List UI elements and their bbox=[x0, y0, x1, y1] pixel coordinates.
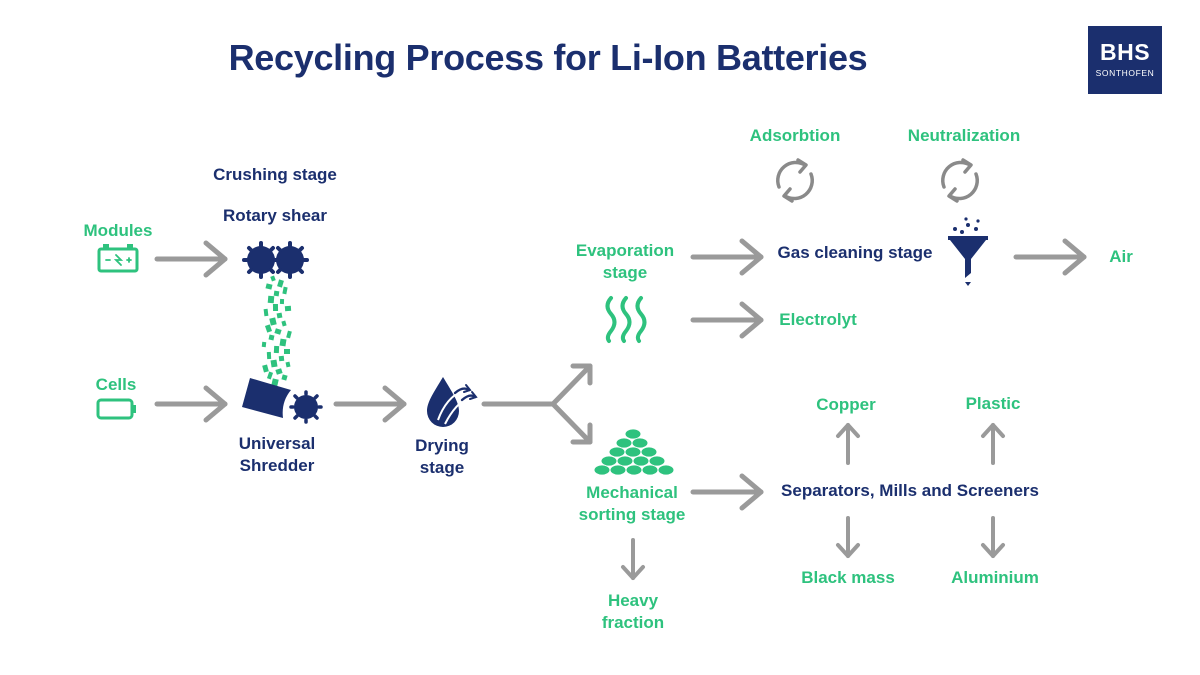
arrow-sorting-to-separators bbox=[690, 473, 764, 511]
label-copper: Copper bbox=[816, 395, 876, 414]
evaporation-icon bbox=[605, 296, 647, 343]
battery-module-icon bbox=[97, 244, 139, 273]
universal-shredder-icon bbox=[242, 378, 323, 424]
label-rotary-shear: Rotary shear bbox=[223, 206, 327, 225]
arrow-to-plastic bbox=[981, 423, 1005, 465]
label-universal-shredder: Universal Shredder bbox=[238, 434, 316, 475]
arrow-shredder-to-drying bbox=[333, 385, 407, 423]
label-aluminium: Aluminium bbox=[951, 568, 1039, 587]
arrow-to-copper bbox=[836, 423, 860, 465]
label-black-mass: Black mass bbox=[801, 568, 895, 587]
neutralization-cycle-icon bbox=[941, 158, 979, 203]
label-evaporation-stage: Evaporation stage bbox=[575, 241, 675, 282]
label-adsorbtion: Adsorbtion bbox=[749, 126, 841, 145]
drying-drop-icon bbox=[427, 377, 478, 427]
falling-particles bbox=[261, 275, 292, 387]
logo-subtitle: SONTHOFEN bbox=[1095, 68, 1155, 78]
arrow-cells-to-shredder bbox=[154, 385, 228, 423]
arrow-to-aluminium bbox=[981, 516, 1005, 558]
rotary-shear-icon bbox=[242, 241, 309, 279]
pile-icon bbox=[594, 429, 674, 475]
label-neutralization: Neutralization bbox=[907, 126, 1021, 145]
arrow-drying-split bbox=[481, 363, 593, 445]
label-gas-cleaning-stage: Gas cleaning stage bbox=[777, 243, 933, 262]
bhs-logo: BHS SONTHOFEN bbox=[1088, 26, 1162, 94]
arrow-modules-to-shear bbox=[154, 240, 228, 278]
logo-wordmark: BHS bbox=[1099, 39, 1151, 65]
label-heavy-fraction: Heavy fraction bbox=[601, 591, 665, 632]
label-mechanical-sorting-stage: Mechanical sorting stage bbox=[578, 483, 686, 524]
label-cells: Cells bbox=[95, 375, 137, 394]
label-crushing-stage: Crushing stage bbox=[213, 165, 337, 184]
label-separators: Separators, Mills and Screeners bbox=[781, 481, 1039, 500]
arrow-sorting-to-heavy-fraction bbox=[621, 538, 645, 580]
arrow-to-black-mass bbox=[836, 516, 860, 558]
page-title: Recycling Process for Li-Ion Batteries bbox=[228, 37, 868, 78]
arrow-evaporation-to-electrolyt bbox=[690, 301, 764, 339]
label-electrolyt: Electrolyt bbox=[779, 310, 857, 329]
battery-cell-icon bbox=[96, 398, 136, 420]
label-drying-stage: Drying stage bbox=[415, 436, 469, 477]
label-modules: Modules bbox=[83, 221, 153, 240]
arrow-gas-cleaning-to-air bbox=[1013, 238, 1087, 276]
filter-funnel-icon bbox=[948, 217, 988, 286]
adsorption-cycle-icon bbox=[776, 158, 814, 203]
label-air: Air bbox=[1109, 247, 1133, 266]
arrow-evaporation-to-gas-cleaning bbox=[690, 238, 764, 276]
label-plastic: Plastic bbox=[965, 394, 1021, 413]
